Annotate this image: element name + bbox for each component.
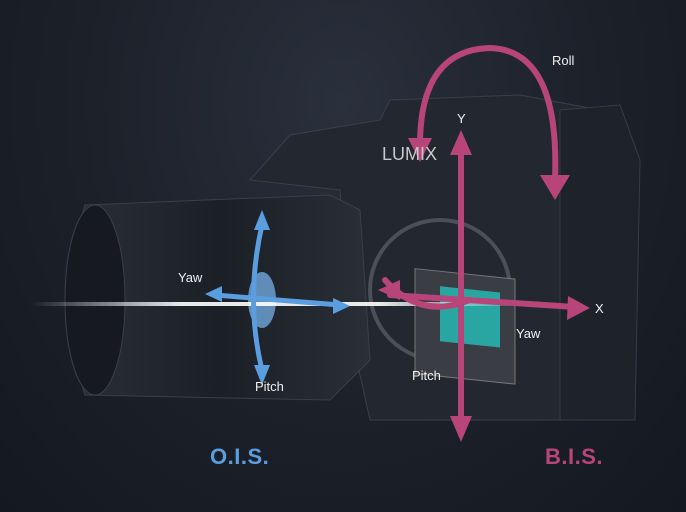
bis-yaw-label: Yaw [516,326,541,341]
bis-caption: B.I.S. [545,444,604,469]
bis-pitch-label: Pitch [412,368,441,383]
y-axis-label: Y [457,111,466,126]
ois-arrows [212,222,343,373]
ois-pitch-label: Pitch [255,379,284,394]
roll-label: Roll [552,53,575,68]
optical-axis-beam [30,302,530,306]
image-sensor [440,286,500,348]
ois-yaw-label: Yaw [178,270,203,285]
ois-caption: O.I.S. [210,444,270,469]
lens-front [64,204,126,396]
camera-grip [559,104,641,421]
lumix-logo: LUMIX [382,144,437,164]
x-axis-label: X [595,301,604,316]
